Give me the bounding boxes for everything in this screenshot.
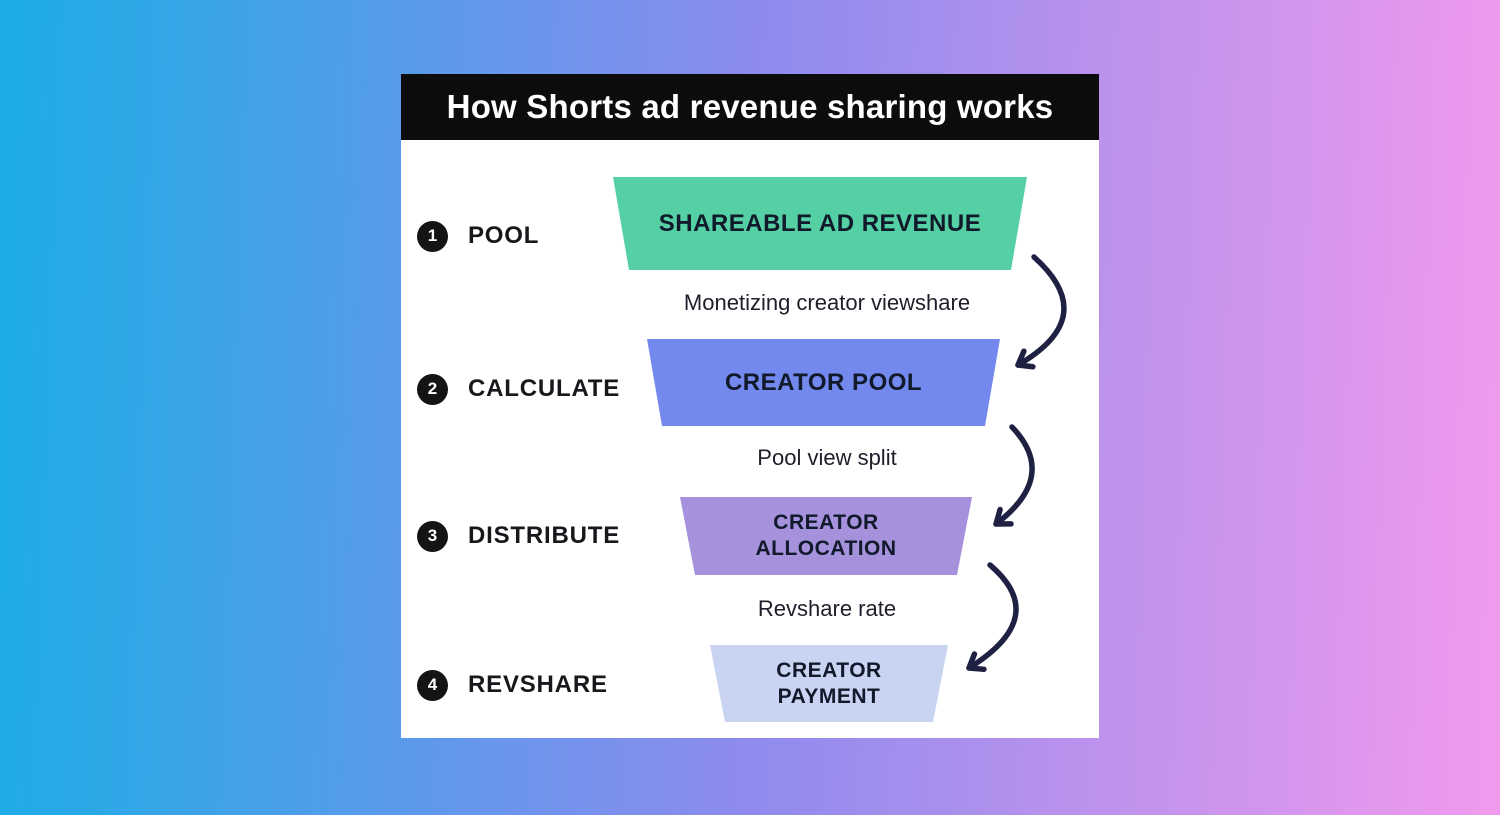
step-label-calculate: CALCULATE [468,375,621,402]
funnel-stage-label: CREATOR [776,658,882,682]
funnel-stage-label: SHAREABLE AD REVENUE [658,210,982,237]
step-number: 3 [427,526,438,545]
step-number: 4 [427,675,438,694]
step-row-distribute: 3 DISTRIBUTE [417,518,620,554]
connector-label-revshare-rate: Revshare rate [757,596,897,621]
step-row-pool: 1 POOL [417,218,539,254]
step-number-badge: 1 [417,220,448,252]
funnel-stage-creator-pool: CREATOR POOL [647,339,1000,426]
funnel-stage-creator-allocation: CREATOR ALLOCATION [680,497,972,575]
step-number-badge: 3 [417,520,448,552]
funnel-stage-label: CREATOR [773,511,879,534]
funnel-stage-label: CREATOR POOL [724,369,923,396]
step-label-pool: POOL [468,222,540,249]
step-number-badge: 4 [417,669,448,701]
step-number-badge: 2 [417,373,448,405]
connector-label-monetizing: Monetizing creator viewshare [683,290,971,315]
step-label-distribute: DISTRIBUTE [468,522,620,549]
card-header: How Shorts ad revenue sharing works [401,74,1099,140]
connector-label-pool-view-split: Pool view split [757,445,897,470]
step-label-revshare: REVSHARE [468,671,608,698]
step-number: 2 [427,379,438,398]
funnel-stage-label: PAYMENT [777,684,881,708]
funnel-stage-shareable-ad-revenue: SHAREABLE AD REVENUE [613,177,1027,270]
funnel-stage-label: ALLOCATION [755,537,897,560]
funnel-stage-creator-payment: CREATOR PAYMENT [710,645,948,722]
step-row-calculate: 2 CALCULATE [417,371,620,407]
step-row-revshare: 4 REVSHARE [417,667,608,703]
page-title: How Shorts ad revenue sharing works [446,88,1054,125]
step-number: 1 [427,226,438,245]
infographic-card: How Shorts ad revenue sharing works 1 PO… [401,74,1099,738]
